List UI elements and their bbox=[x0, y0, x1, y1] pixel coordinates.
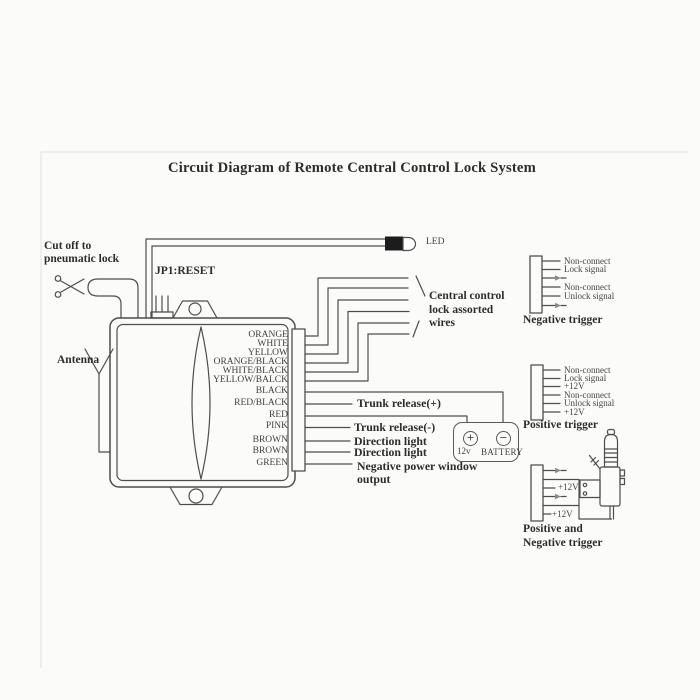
scissors-icon bbox=[54, 275, 85, 298]
pn-trigger-pin6-label: +12V bbox=[552, 508, 573, 519]
bottom-mounting-tab bbox=[169, 486, 223, 506]
red-wire-to-battery-plus bbox=[304, 415, 468, 423]
pos-trigger-pin6-label: +12V bbox=[564, 406, 585, 417]
wire-label-white: WHITE bbox=[257, 339, 288, 349]
positive-trigger-title: Positive trigger bbox=[523, 419, 599, 431]
callout-label-line3: wires bbox=[429, 317, 455, 329]
top-mounting-tab bbox=[172, 300, 218, 319]
antenna-icon bbox=[84, 348, 114, 453]
pn-trigger-pin3-label: +12V bbox=[558, 482, 579, 492]
wire-label-yellow: YELLOW bbox=[247, 348, 288, 358]
direction-light-label-1: Direction light bbox=[354, 434, 427, 448]
led-wires bbox=[145, 238, 386, 319]
door-lock-actuator bbox=[579, 428, 626, 520]
wire-label-orange: ORANGE bbox=[248, 330, 288, 340]
wire-label-green: GREEN bbox=[256, 458, 288, 468]
cut-off-label-line2: pneumatic lock bbox=[44, 253, 120, 265]
assorted-wires bbox=[304, 275, 426, 382]
trunk-release-pos-label: Trunk release(+) bbox=[357, 396, 441, 410]
antenna-label: Antenna bbox=[57, 354, 100, 366]
negative-power-window-label-line2: output bbox=[357, 472, 391, 486]
jp1-reset-label: JP1:RESET bbox=[155, 265, 216, 277]
positive-negative-trigger-title-line1: Positive and bbox=[523, 522, 583, 535]
positive-negative-trigger-title-line2: Negative trigger bbox=[523, 536, 603, 549]
positive-trigger-connector bbox=[530, 364, 561, 421]
led-icon bbox=[385, 236, 417, 252]
pneumatic-lock-loop bbox=[87, 278, 139, 319]
trunk-release-neg-label: Trunk release(-) bbox=[354, 420, 436, 434]
negative-trigger-title: Negative trigger bbox=[523, 314, 603, 326]
output-wires bbox=[304, 391, 504, 465]
neg-trigger-pin2-label: Lock signal bbox=[564, 264, 607, 274]
positive-negative-trigger-connector bbox=[530, 464, 613, 522]
led-label: LED bbox=[426, 237, 445, 247]
wire-label-white-black: WHITE/BLACK bbox=[222, 366, 288, 376]
battery-voltage: 12v bbox=[457, 446, 471, 456]
callout-label-line1: Central control bbox=[429, 290, 505, 302]
negative-trigger-connector bbox=[529, 255, 567, 314]
pos-trigger-pin1-label: Non-connect bbox=[564, 364, 611, 375]
wire-label-orange-black: ORANGE/BLACK bbox=[213, 357, 288, 367]
callout-leader-marks bbox=[412, 275, 426, 338]
battery-label: BATTERY bbox=[481, 446, 524, 457]
page-title: Circuit Diagram of Remote Central Contro… bbox=[168, 160, 536, 176]
lens-shape bbox=[191, 326, 211, 480]
pos-trigger-pin2-label: Lock signal bbox=[564, 373, 607, 383]
negative-power-window-label-line1: Negative power window bbox=[357, 459, 478, 473]
wire-label-black: BLACK bbox=[255, 386, 288, 396]
connector-strip bbox=[291, 328, 306, 472]
callout-label-line2: lock assorted bbox=[429, 304, 494, 316]
battery: + − 12v BATTERY bbox=[453, 422, 523, 462]
neg-trigger-pin1-label: Non-connect bbox=[564, 255, 611, 266]
neg-trigger-pin5-label: Unlock signal bbox=[564, 290, 615, 301]
pin-arrowheads bbox=[555, 275, 561, 500]
wire-label-red: RED bbox=[269, 410, 288, 420]
wire-label-brown-2: BROWN bbox=[252, 446, 288, 456]
wire-label-pink: PINK bbox=[265, 421, 288, 431]
page-edge-lines bbox=[40, 151, 688, 668]
pos-trigger-pin4-label: Non-connect bbox=[564, 389, 611, 400]
wire-label-yellow-black: YELLOW/BALCK bbox=[213, 375, 288, 385]
battery-minus-terminal: − bbox=[496, 431, 511, 446]
wire-label-red-black: RED/BLACK bbox=[234, 398, 288, 408]
pos-trigger-pin5-label: Unlock signal bbox=[564, 398, 615, 408]
jp1-reset-pins bbox=[150, 295, 174, 319]
direction-light-label-2: Direction light bbox=[354, 445, 427, 459]
pos-trigger-pin3-label: +12V bbox=[564, 381, 585, 391]
neg-trigger-pin4-label: Non-connect bbox=[564, 281, 611, 292]
cut-off-label-line1: Cut off to bbox=[44, 240, 92, 252]
battery-plus-terminal: + bbox=[463, 431, 478, 446]
wire-label-brown-1: BROWN bbox=[252, 435, 288, 445]
black-wire-to-battery-minus bbox=[304, 391, 504, 423]
